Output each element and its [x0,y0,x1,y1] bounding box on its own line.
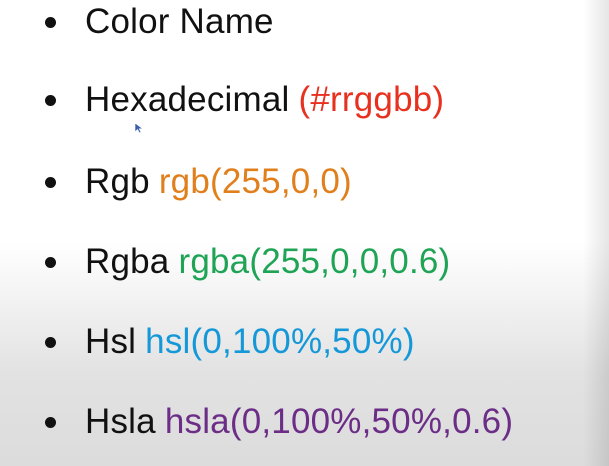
item-value: hsl(0,100%,50%) [145,322,415,361]
item-label: Hsla [85,402,156,441]
slide-edge-shadow [583,0,609,466]
item-label: Rgba [85,242,170,281]
bullet-icon [45,256,56,268]
bullet-icon [45,416,56,428]
bullet-icon [45,16,56,28]
item-value: rgb(255,0,0) [158,162,352,201]
list-item-color-name: Color Name [0,0,609,44]
list-item-hexadecimal: Hexadecimal(#rrggbb) [0,78,609,122]
item-label: Color Name [85,2,274,41]
bullet-icon [45,176,56,188]
item-value: rgba(255,0,0,0.6) [178,242,451,281]
bullet-text: Color Name [85,0,283,44]
item-label: Hsl [85,322,137,361]
item-label: Rgb [85,162,150,201]
item-value: (#rrggbb) [298,80,445,119]
mouse-pointer-icon [134,122,144,134]
bullet-text: Hexadecimal(#rrggbb) [85,78,444,122]
bullet-icon [45,336,56,348]
item-label: Hexadecimal [85,80,290,119]
bullet-icon [45,94,56,106]
item-value: hsla(0,100%,50%,0.6) [164,402,514,441]
